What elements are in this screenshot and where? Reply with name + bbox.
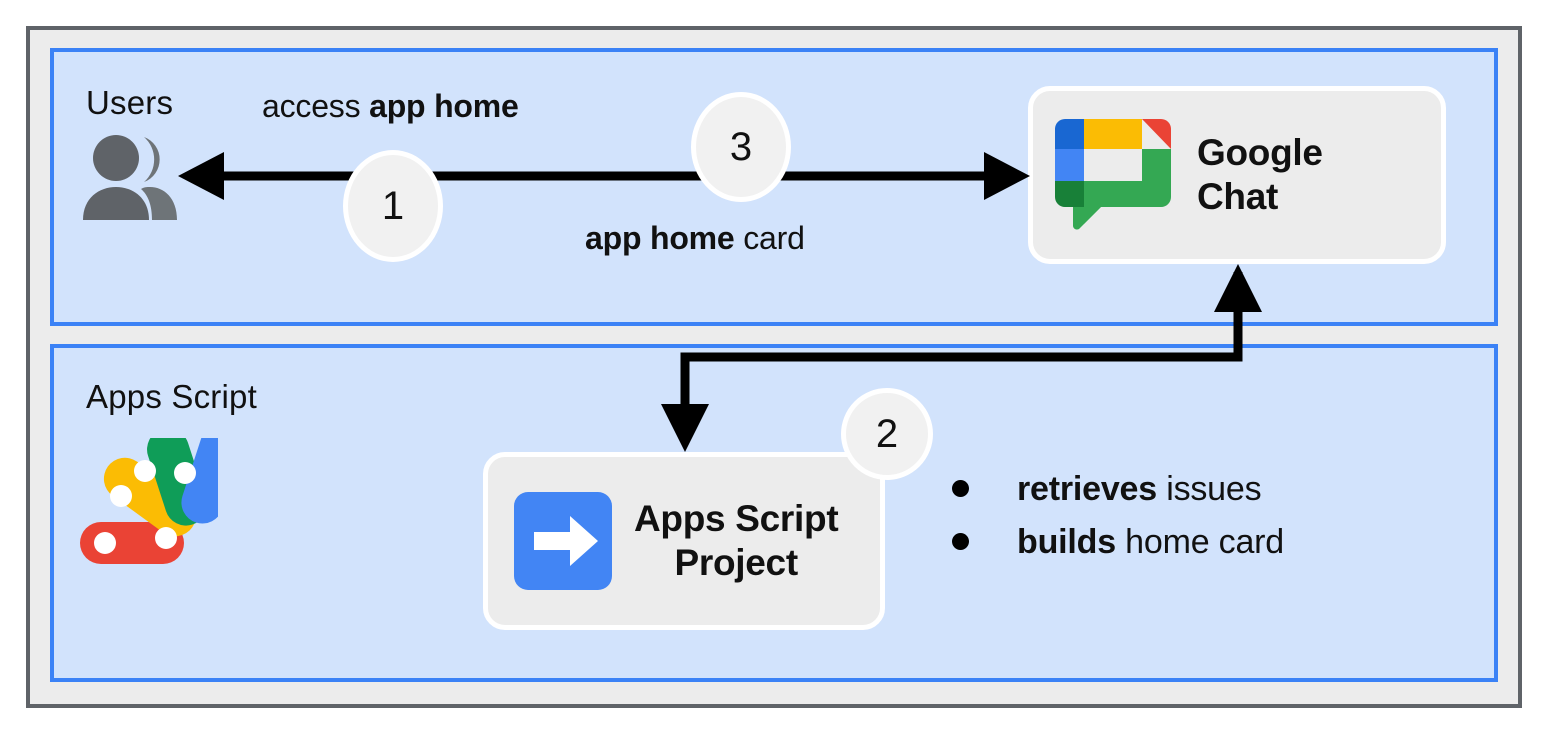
- list-item-text: builds home card: [1017, 523, 1284, 562]
- apps-script-project-icon: [514, 492, 612, 590]
- node-apps-script-project[interactable]: Apps Script Project: [483, 452, 885, 630]
- step-badge-3: 3: [691, 92, 791, 202]
- lane-users-title: Users: [86, 84, 174, 121]
- node-apps-script-project-label-line2: Project: [674, 542, 799, 583]
- node-apps-script-project-label: Apps Script Project: [634, 497, 839, 584]
- list-item-bold: builds: [1017, 523, 1116, 561]
- google-chat-logo: [1055, 119, 1171, 230]
- list-item: builds home card: [952, 523, 1284, 562]
- edge-label-app-home-card: app home card: [585, 220, 805, 257]
- list-item-rest: home card: [1115, 523, 1285, 561]
- list-item-rest: issues: [1156, 470, 1262, 508]
- edge-label-card-bold: app home: [585, 220, 735, 256]
- list-item-bold: retrieves: [1017, 470, 1157, 508]
- node-apps-script-project-label-line1: Apps Script: [634, 498, 839, 540]
- edge-label-access-app-home: access app home: [262, 88, 519, 125]
- apps-script-action-list: retrieves issues builds home card: [952, 470, 1284, 576]
- step-badge-2: 2: [841, 388, 933, 480]
- node-google-chat-label-line1: Google: [1197, 132, 1323, 174]
- bullet-dot-icon: [952, 533, 969, 550]
- list-item-text: retrieves issues: [1017, 470, 1262, 509]
- node-google-chat[interactable]: Google Chat: [1028, 86, 1446, 264]
- people-icon: [78, 132, 182, 224]
- edge-label-card-regular: card: [734, 220, 805, 256]
- list-item: retrieves issues: [952, 470, 1284, 509]
- edge-label-access-bold: app home: [369, 88, 519, 124]
- lane-apps-script-title: Apps Script: [86, 378, 257, 415]
- bullet-dot-icon: [952, 480, 969, 497]
- node-google-chat-label: Google Chat: [1197, 131, 1323, 218]
- apps-script-logo: [78, 422, 243, 570]
- step-badge-1: 1: [343, 150, 443, 262]
- edge-label-access-regular: access: [262, 88, 370, 124]
- node-google-chat-label-line2: Chat: [1197, 176, 1279, 217]
